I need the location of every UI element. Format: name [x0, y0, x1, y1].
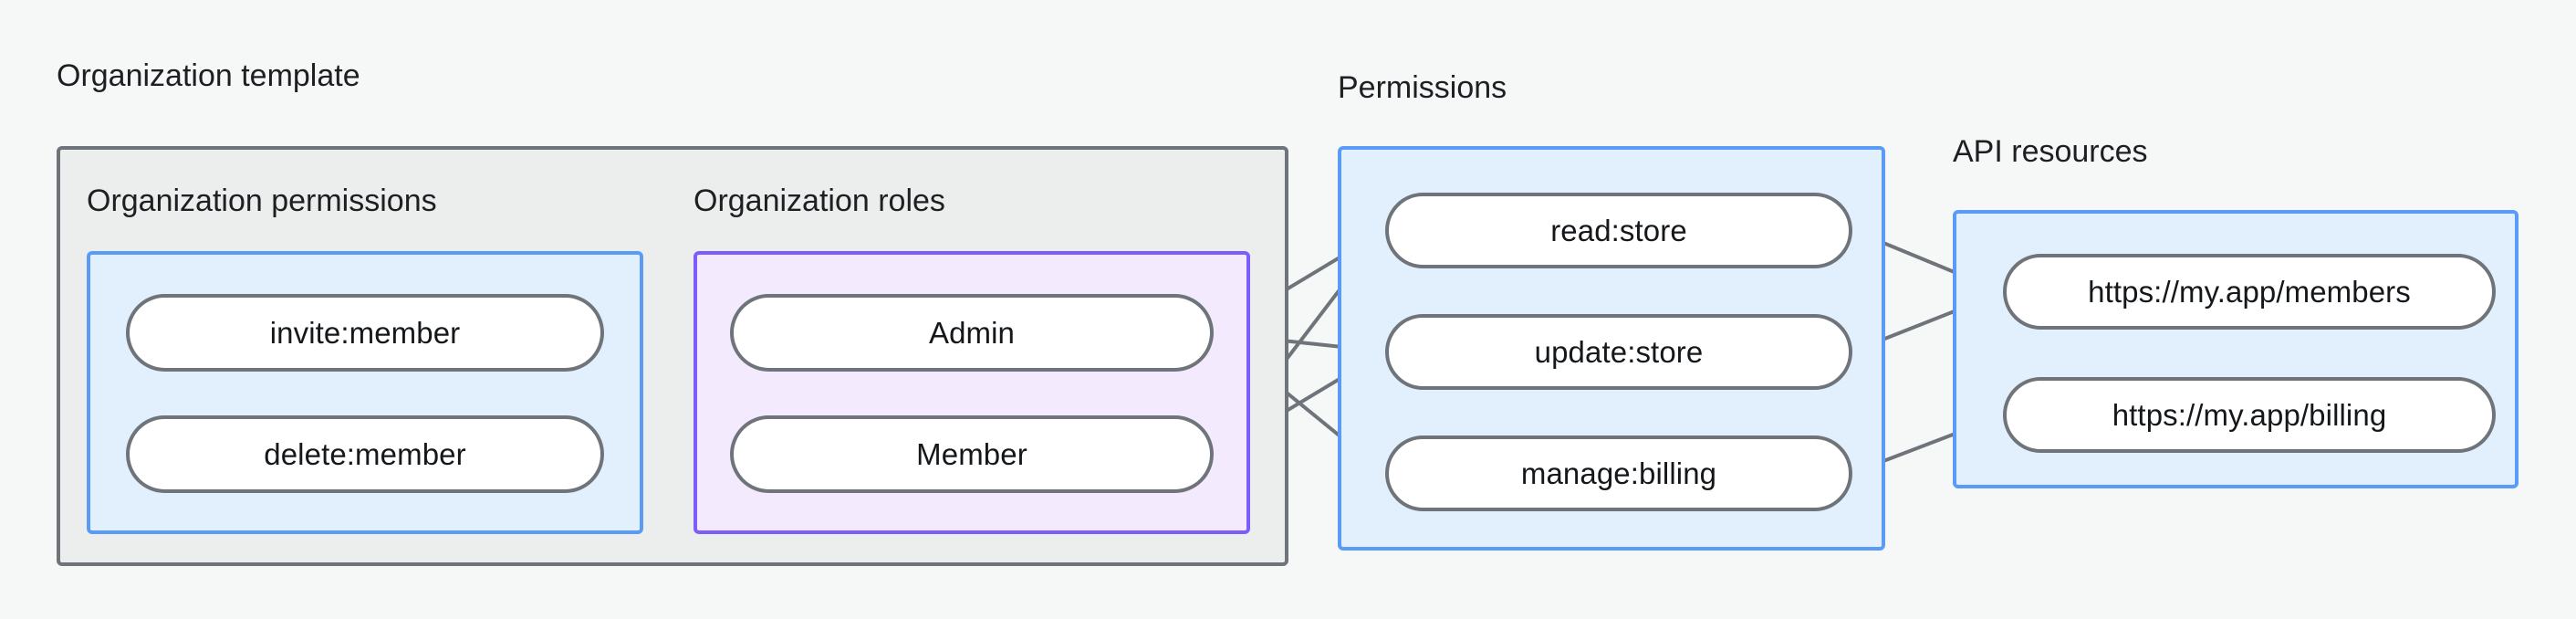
- node-read-store[interactable]: read:store: [1385, 193, 1852, 268]
- node-delete-member[interactable]: delete:member: [126, 415, 604, 493]
- node-delete-member-label: delete:member: [264, 436, 466, 471]
- api-resources-label: API resources: [1953, 134, 2148, 169]
- node-member[interactable]: Member: [730, 415, 1214, 493]
- node-admin[interactable]: Admin: [730, 294, 1214, 372]
- node-billing-url[interactable]: https://my.app/billing: [2003, 377, 2496, 453]
- node-manage-billing[interactable]: manage:billing: [1385, 435, 1852, 511]
- node-invite-member[interactable]: invite:member: [126, 294, 604, 372]
- node-read-store-label: read:store: [1550, 213, 1687, 247]
- permissions-label: Permissions: [1338, 70, 1507, 105]
- node-billing-url-label: https://my.app/billing: [2112, 397, 2387, 432]
- node-member-label: Member: [916, 436, 1027, 471]
- node-update-store-label: update:store: [1534, 334, 1704, 369]
- organization-template-label: Organization template: [57, 58, 360, 93]
- node-invite-member-label: invite:member: [269, 315, 461, 350]
- node-members-url-label: https://my.app/members: [2088, 274, 2411, 309]
- organization-permissions-label: Organization permissions: [87, 184, 437, 218]
- node-update-store[interactable]: update:store: [1385, 314, 1852, 390]
- organization-roles-label: Organization roles: [694, 184, 945, 218]
- node-members-url[interactable]: https://my.app/members: [2003, 254, 2496, 330]
- node-admin-label: Admin: [928, 315, 1016, 350]
- node-manage-billing-label: manage:billing: [1520, 456, 1717, 490]
